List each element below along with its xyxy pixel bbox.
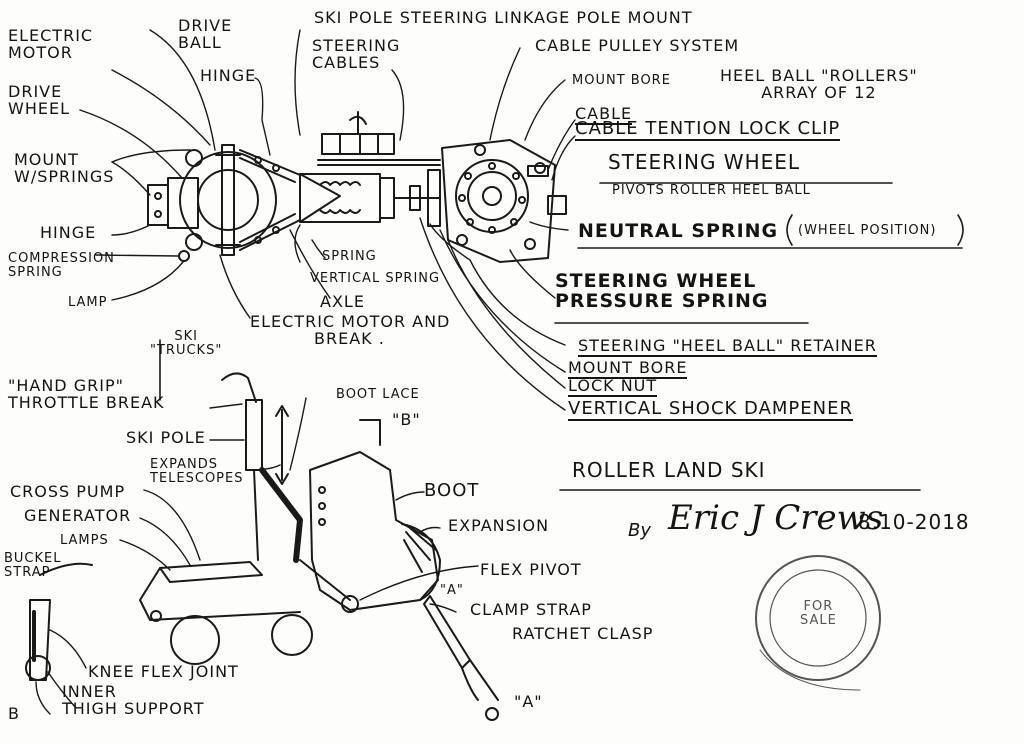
label-cable-pulley: CABLE PULLEY SYSTEM — [535, 36, 740, 55]
label-hand-grip: "HAND GRIP"THROTTLE BREAK — [8, 376, 165, 412]
label-heel-ball-retainer: STEERING "HEEL BALL" RETAINER — [578, 336, 877, 357]
label-a-bottom: "A" — [514, 692, 543, 711]
diagram-title: ROLLER LAND SKI — [572, 458, 766, 482]
label-mount-bore-top: MOUNT BORE — [572, 73, 671, 88]
signature-by: By — [628, 520, 652, 541]
label-hinge-left: HINGE — [40, 223, 97, 242]
top-assembly-drawing — [147, 111, 567, 263]
label-cable: CABLE — [575, 104, 633, 125]
signature-date: 8.10-2018 — [858, 510, 970, 534]
label-mount-bore-bottom: MOUNT BORE — [568, 358, 688, 379]
label-cable-tention: CABLE TENTION LOCK CLIP — [575, 118, 841, 141]
label-ski-pole: SKI POLE — [126, 428, 206, 447]
label-ski-trucks: SKI"TRUCKS" — [150, 329, 223, 358]
label-lamps: LAMPS — [60, 533, 109, 548]
label-generator: GENERATOR — [24, 506, 132, 525]
label-boot: BOOT — [424, 480, 480, 501]
label-ski-pole-linkage: SKI POLE STEERING LINKAGE POLE MOUNT — [314, 8, 693, 27]
stamp — [755, 555, 881, 691]
label-spring: SPRING — [322, 249, 377, 264]
bottom-assembly-drawing — [25, 372, 499, 721]
label-b-top: "B" — [392, 410, 421, 429]
bottom-leader-lines — [35, 397, 479, 715]
label-neutral-spring: NEUTRAL SPRING — [578, 220, 779, 242]
label-underlines — [159, 182, 964, 491]
label-lamp: LAMP — [68, 295, 108, 310]
label-wheel-position: (WHEEL POSITION) — [798, 223, 937, 238]
label-boot-lace: BOOT LACE — [336, 387, 420, 402]
label-flex-pivot: FLEX PIVOT — [480, 560, 582, 579]
label-vertical-spring: VERTICAL SPRING — [310, 271, 441, 286]
label-a-mid: "A" — [440, 583, 464, 598]
label-heel-ball-rollers: HEEL BALL "ROLLERS"ARRAY OF 12 — [720, 66, 918, 102]
label-b-bottom: B — [8, 704, 20, 723]
label-pivots-roller: PIVOTS ROLLER HEEL BALL — [612, 183, 811, 198]
signature: Eric J Crews — [668, 498, 884, 538]
label-steering-wheel: STEERING WHEEL — [608, 150, 801, 174]
label-expansion: EXPANSION — [448, 516, 550, 535]
label-clamp-strap: CLAMP STRAP — [470, 600, 592, 619]
label-axle: AXLE — [320, 292, 365, 311]
label-cross-pump: CROSS PUMP — [10, 482, 126, 501]
label-lock-nut: LOCK NUT — [568, 376, 658, 397]
label-hinge-top: HINGE — [200, 66, 257, 85]
label-vertical-shock: VERTICAL SHOCK DAMPENER — [568, 398, 854, 421]
label-knee-flex: KNEE FLEX JOINT — [88, 662, 239, 681]
label-ratchet-clasp: RATCHET CLASP — [512, 624, 654, 643]
top-leader-lines — [79, 29, 576, 411]
